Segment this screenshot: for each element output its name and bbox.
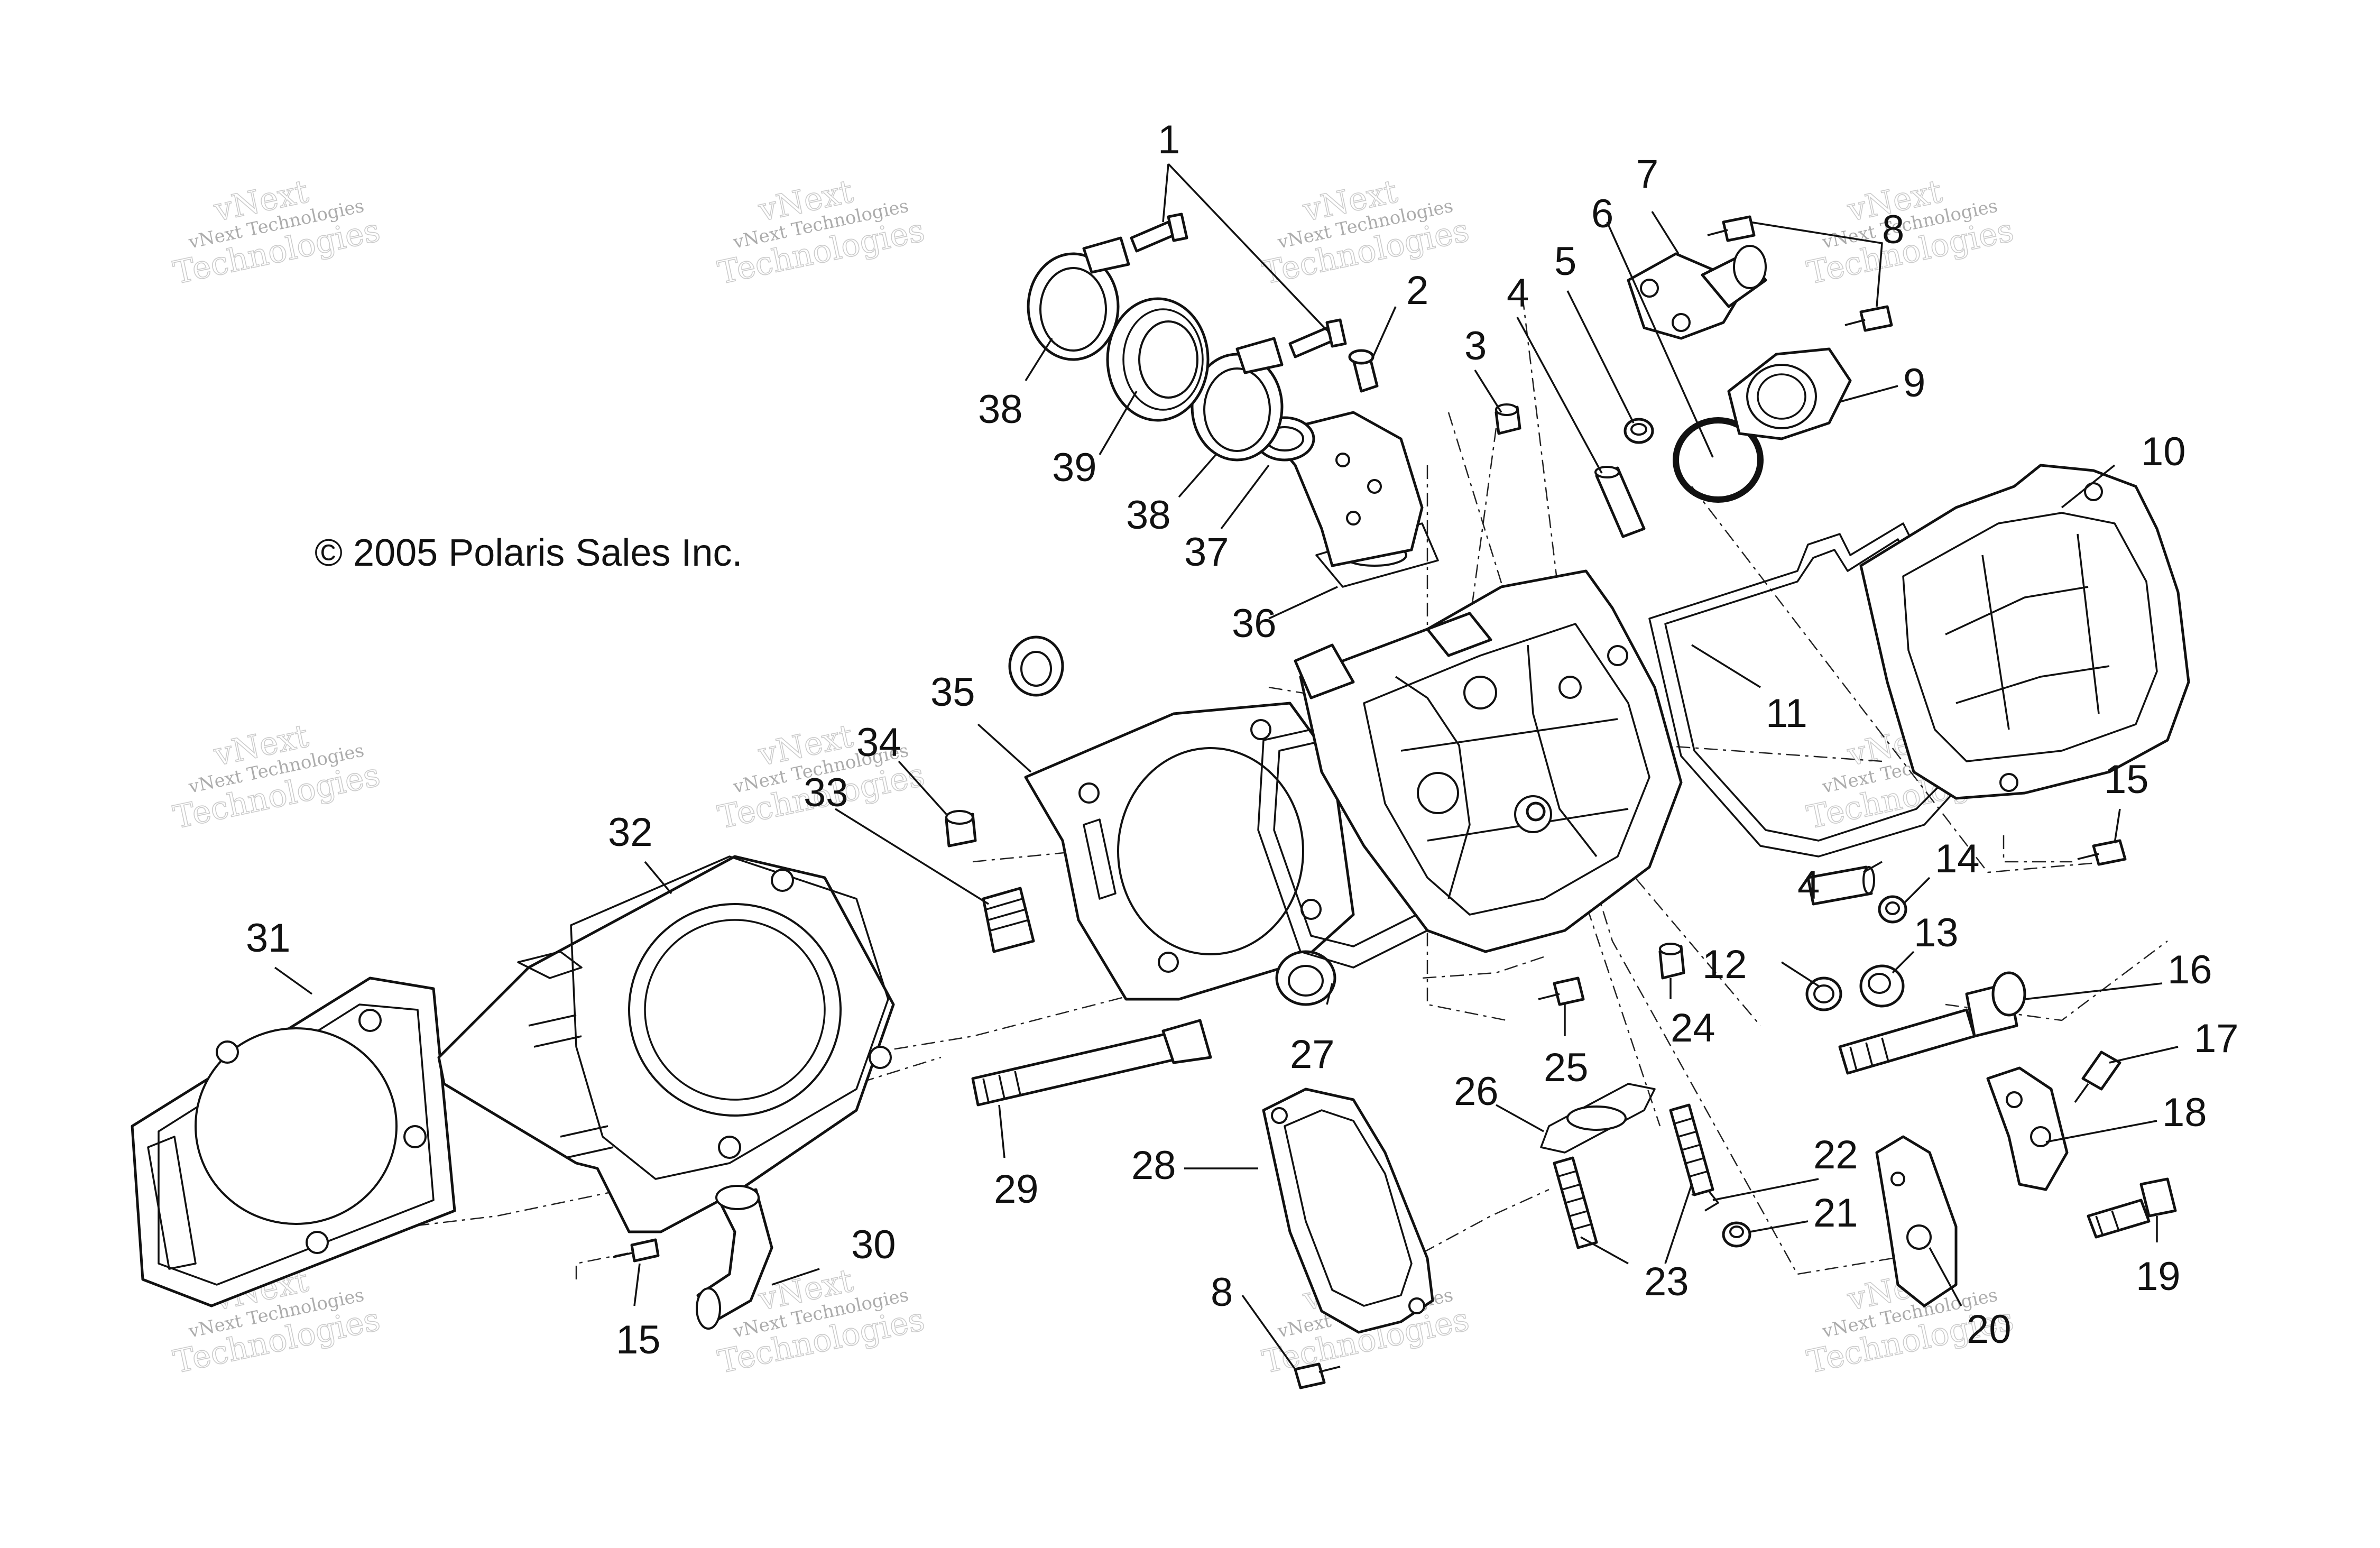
copyright-notice: © 2005 Polaris Sales Inc. (315, 532, 742, 574)
callout-32: 32 (608, 810, 653, 855)
callout-15-upper: 15 (2104, 757, 2149, 802)
part-bolt-19 (2087, 1177, 2177, 1239)
watermark-4: vNext vNext Technologies Technologies (1803, 172, 2017, 292)
part-gasket-26 (1540, 1083, 1656, 1154)
part-stud-23-right (1669, 1103, 1714, 1196)
callout-15-lower: 15 (616, 1317, 661, 1362)
part-cylinder-head (1294, 569, 1683, 953)
callout-22: 22 (1813, 1132, 1858, 1177)
part-o-ring (1673, 417, 1764, 503)
callout-13: 13 (1914, 910, 1959, 955)
callout-3: 3 (1464, 324, 1487, 368)
callout-39: 39 (1052, 445, 1097, 490)
part-intake-boot (1106, 297, 1210, 422)
part-clamp-lower (1191, 337, 1284, 462)
watermark-2: vNext vNext Technologies Technologies (714, 172, 928, 292)
part-coolant-elbow (696, 1185, 773, 1330)
callout-17: 17 (2194, 1016, 2239, 1061)
callout-38-upper: 38 (978, 387, 1023, 432)
part-bolt-8-lower (1294, 1362, 1341, 1389)
part-stud-23-left (1553, 1156, 1598, 1249)
callout-20: 20 (1967, 1307, 2012, 1352)
callout-1: 1 (1158, 117, 1180, 162)
part-valve-guide-lower (1806, 865, 1875, 906)
callout-14: 14 (1935, 836, 1980, 881)
part-seal-lower (1275, 950, 1336, 1006)
part-plug-21 (1722, 1221, 1751, 1248)
part-valve-guide-upper (1594, 466, 1646, 538)
callout-36: 36 (1232, 601, 1277, 646)
part-long-bolt-29 (971, 1019, 1212, 1107)
part-water-outlet (1727, 347, 1852, 440)
part-bolt-25 (1538, 976, 1585, 1006)
part-valve-seal-5 (1623, 418, 1654, 444)
part-valve-cover (1859, 464, 2190, 800)
part-washer-12 (1805, 976, 1842, 1011)
part-cylinder (437, 855, 895, 1233)
callout-4-upper: 4 (1507, 271, 1529, 316)
callout-11: 11 (1766, 691, 1807, 736)
watermark-5: vNext vNext Technologies Technologies (170, 717, 384, 836)
callout-26: 26 (1454, 1069, 1499, 1114)
callout-33: 33 (804, 770, 848, 815)
callout-30: 30 (851, 1222, 896, 1267)
part-bolt-8-upper-b (1844, 305, 1893, 332)
callout-10: 10 (2141, 429, 2186, 474)
part-clamp-screw-upper (1130, 213, 1188, 253)
part-stud-33 (982, 887, 1035, 953)
watermark-3: vNext vNext Technologies Technologies (1259, 172, 1473, 292)
part-bolt-15-upper (2077, 839, 2127, 866)
callout-16: 16 (2167, 947, 2212, 992)
callout-4-lower: 4 (1797, 863, 1820, 908)
part-valve-seal-14 (1878, 895, 1907, 924)
part-intake-manifold (1254, 411, 1424, 567)
part-nut-13 (1859, 964, 1905, 1008)
callout-29: 29 (994, 1167, 1039, 1212)
callout-27: 27 (1290, 1032, 1335, 1077)
callout-5: 5 (1554, 239, 1576, 284)
callout-6: 6 (1591, 191, 1613, 236)
part-tensioner-body (1875, 1135, 1958, 1307)
callout-35: 35 (930, 670, 975, 715)
part-dowel-24 (1658, 943, 1685, 980)
callout-37: 37 (1184, 530, 1229, 575)
callout-12: 12 (1702, 942, 1747, 987)
callout-23: 23 (1644, 1259, 1689, 1304)
callout-31: 31 (246, 916, 291, 961)
callout-19: 19 (2136, 1254, 2181, 1299)
part-thermostat-housing (1627, 245, 1767, 340)
part-cylinder-base-plate (131, 976, 456, 1307)
callout-2: 2 (1406, 268, 1428, 313)
callout-25: 25 (1544, 1045, 1589, 1090)
callout-8-upper: 8 (1882, 207, 1904, 252)
part-seal-upper (1008, 635, 1064, 697)
part-clamp-screw-lower (1288, 318, 1347, 358)
watermark-1: vNext vNext Technologies Technologies (170, 172, 384, 292)
callout-28: 28 (1131, 1143, 1176, 1188)
leader-lines (274, 163, 2179, 1370)
part-side-cover (1262, 1088, 1434, 1334)
callout-labels: 1 2 3 4 5 6 7 8 9 10 11 12 13 14 15 15 1… (246, 117, 2239, 1362)
part-bolt-15-lower (613, 1238, 660, 1263)
part-long-bolt-16 (1838, 971, 2026, 1075)
callout-18: 18 (2162, 1090, 2207, 1135)
part-bracket-18 (1986, 1066, 2069, 1191)
callout-34: 34 (856, 720, 901, 765)
part-clamp-upper (1027, 236, 1130, 361)
part-bolt-17 (2074, 1051, 2121, 1103)
callout-21: 21 (1813, 1191, 1858, 1236)
part-dowel-34 (945, 810, 977, 847)
callout-24: 24 (1671, 1006, 1715, 1051)
callout-8-lower: 8 (1211, 1270, 1233, 1315)
callout-7: 7 (1636, 152, 1658, 197)
callout-38-lower: 38 (1126, 493, 1171, 538)
parts-layer (131, 213, 2190, 1389)
callout-9: 9 (1903, 361, 1925, 406)
part-bolt-8-upper-a (1707, 215, 1756, 242)
